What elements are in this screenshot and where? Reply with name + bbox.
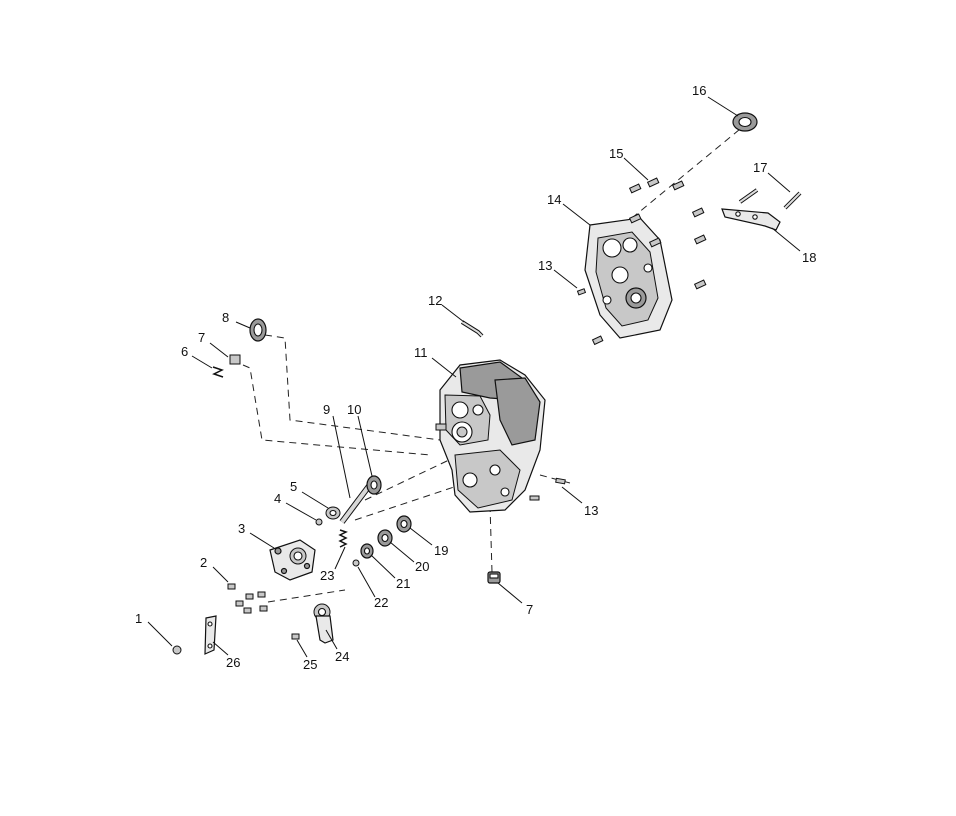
callout-14: 14 — [547, 192, 561, 207]
callout-20: 20 — [415, 559, 429, 574]
callout-26: 26 — [226, 655, 240, 670]
part-10-gear — [366, 475, 382, 495]
callout-17: 17 — [753, 160, 767, 175]
part-14-gear-cover — [584, 217, 673, 339]
callout-21: 21 — [396, 576, 410, 591]
callout-15: 15 — [609, 146, 623, 161]
part-6-clip — [212, 366, 224, 378]
callout-16: 16 — [692, 83, 706, 98]
callout-23: 23 — [320, 568, 334, 583]
part-7-drain-plug-upper — [229, 354, 241, 365]
callout-4: 4 — [274, 491, 281, 506]
part-17-long-bolts — [738, 188, 802, 210]
callout-5: 5 — [290, 479, 297, 494]
callout-19: 19 — [434, 543, 448, 558]
callout-8: 8 — [222, 310, 229, 325]
callout-1: 1 — [135, 611, 142, 626]
callout-6: 6 — [181, 344, 188, 359]
leader-lines — [147, 96, 801, 658]
callout-25: 25 — [303, 657, 317, 672]
callout-12: 12 — [428, 293, 442, 308]
part-25-screw — [291, 633, 300, 640]
callout-22: 22 — [374, 595, 388, 610]
callout-18: 18 — [802, 250, 816, 265]
part-16-seal — [732, 112, 758, 132]
part-23-spring — [338, 529, 348, 548]
part-15-bolts — [591, 177, 707, 346]
part-19-gear — [396, 515, 412, 533]
part-3-flange-cover — [269, 539, 316, 581]
part-26-link-arm — [204, 615, 217, 655]
callout-7-lower: 7 — [526, 602, 533, 617]
part-21-bearing — [360, 543, 374, 559]
callout-24: 24 — [335, 649, 349, 664]
part-4-washer — [315, 518, 323, 526]
part-7-drain-plug-lower — [487, 571, 501, 584]
part-22-ball — [352, 559, 360, 567]
part-24-lever — [313, 603, 334, 644]
part-1-nut — [172, 645, 182, 655]
callout-11: 11 — [414, 345, 428, 360]
part-11-gearbox-housing — [435, 359, 546, 513]
part-18-bracket — [721, 208, 781, 231]
callout-labels: 1 2 3 4 5 6 7 8 9 10 11 12 13 13 14 15 1… — [135, 83, 816, 672]
part-20-bearing — [377, 529, 393, 547]
callout-13-lower: 13 — [584, 503, 598, 518]
callout-7-upper: 7 — [198, 330, 205, 345]
callout-10: 10 — [347, 402, 361, 417]
part-12-breather-pipe — [460, 320, 484, 338]
part-2-bolts — [227, 583, 268, 614]
part-13-dowel-pins — [529, 288, 587, 501]
callout-3: 3 — [238, 521, 245, 536]
callout-13-upper: 13 — [538, 258, 552, 273]
callout-2: 2 — [200, 555, 207, 570]
part-5-spacer — [325, 506, 341, 520]
part-8-oil-seal — [249, 318, 267, 342]
callout-9: 9 — [323, 402, 330, 417]
